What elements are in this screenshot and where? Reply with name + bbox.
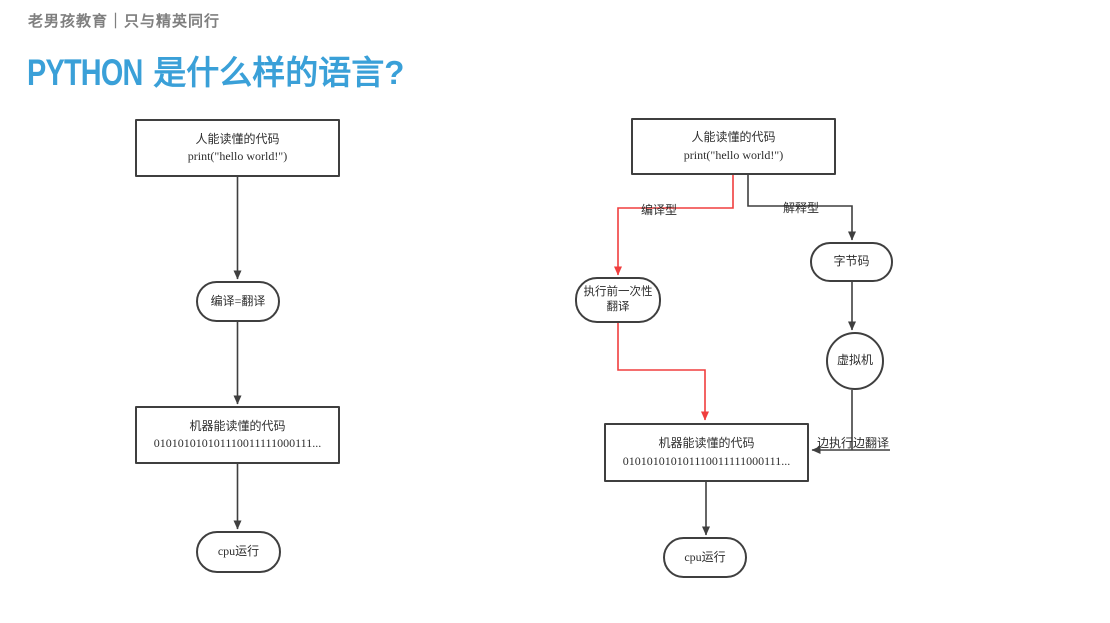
edge-label-interpreted-type: 解释型 <box>783 201 820 215</box>
edge-right-interpreted-branch <box>747 175 856 241</box>
node-text-line: 字节码 <box>833 254 870 269</box>
node-text-line: cpu运行 <box>684 549 726 564</box>
node-text-line: cpu运行 <box>217 544 260 559</box>
node-cpu-run-left: cpu运行 <box>196 531 281 573</box>
edge-label-compiled-type: 编译型 <box>641 203 678 217</box>
node-text-line: 虚拟机 <box>836 353 873 368</box>
node-text-line: 010101010101110011111000111... <box>153 436 322 450</box>
node-text-line: 编译=翻译 <box>210 293 266 308</box>
node-compile-equals-translate: 编译=翻译 <box>196 281 280 322</box>
node-text-line: print("hello world!") <box>683 147 784 162</box>
edge-right-pretranslate-to-machine <box>617 318 709 421</box>
node-text-line: 执行前一次性 <box>583 286 653 299</box>
node-virtual-machine: 虚拟机 <box>826 332 884 390</box>
node-bytecode: 字节码 <box>810 242 893 282</box>
node-text-line: 机器能读懂的代码 <box>658 436 755 451</box>
page-title-cjk: 是什么样的语言? <box>153 54 405 91</box>
node-text-line: 010101010101110011111000111... <box>622 453 791 468</box>
node-human-readable-code-right: 人能读懂的代码 print("hello world!") <box>631 118 836 175</box>
page-title-latin: PYTHON <box>27 52 143 93</box>
node-machine-readable-code-right: 机器能读懂的代码 010101010101110011111000111... <box>604 423 809 482</box>
node-text-line: 人能读懂的代码 <box>691 130 776 145</box>
brand-header: 老男孩教育｜只与精英同行 <box>28 13 221 30</box>
node-pre-execution-translate: 执行前一次性 翻译 <box>575 277 661 323</box>
node-machine-readable-code-left: 机器能读懂的代码 010101010101110011111000111... <box>135 406 340 464</box>
node-text-line: 翻译 <box>606 301 630 313</box>
node-text-line: 机器能读懂的代码 <box>189 418 286 433</box>
node-text-line: print("hello world!") <box>187 149 288 163</box>
node-cpu-run-right: cpu运行 <box>663 537 747 578</box>
page-title: PYTHON 是什么样的语言? <box>27 46 404 94</box>
edge-label-translate-while-running: 边执行边翻译 <box>817 436 890 450</box>
edge-right-compiled-branch <box>614 175 734 276</box>
node-text-line: 人能读懂的代码 <box>195 131 280 146</box>
node-human-readable-code-left: 人能读懂的代码 print("hello world!") <box>135 119 340 177</box>
